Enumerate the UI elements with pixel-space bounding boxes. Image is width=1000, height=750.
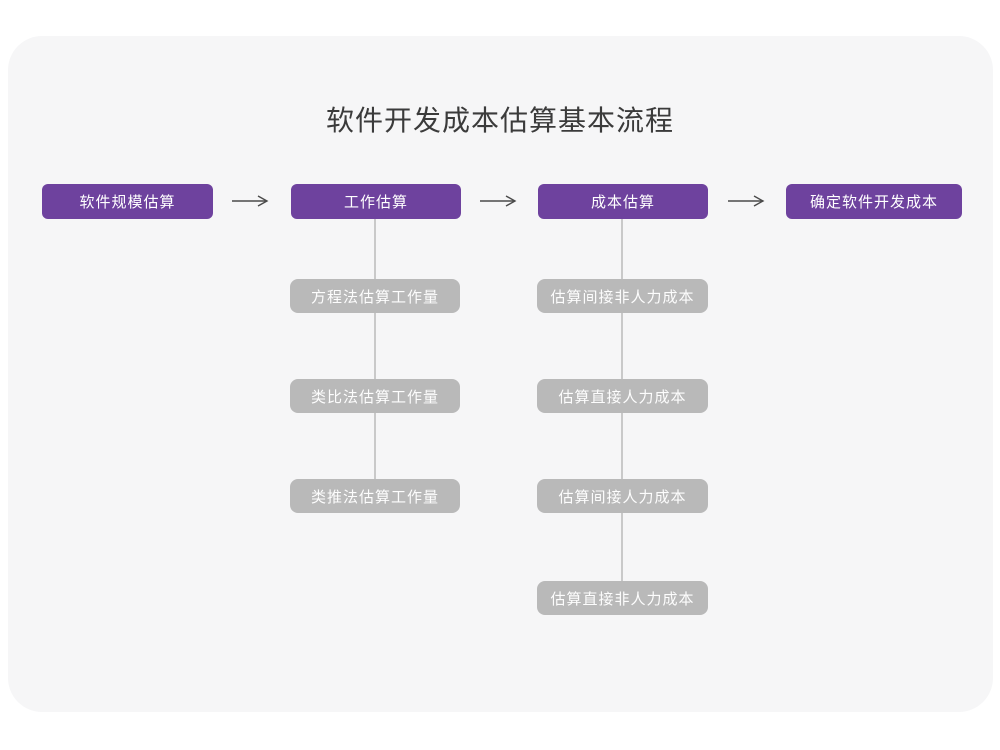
flow-node-work-estimation: 工作估算 <box>291 184 461 219</box>
flow-subnode-analogy-method: 类比法估算工作量 <box>290 379 460 413</box>
diagram-card <box>8 36 993 712</box>
flow-subnode-equation-method: 方程法估算工作量 <box>290 279 460 313</box>
connector-line-work-estimation <box>374 219 376 481</box>
right-arrow-icon <box>728 195 765 207</box>
flow-subnode-indirect-labor-cost: 估算间接人力成本 <box>537 479 708 513</box>
diagram-title: 软件开发成本估算基本流程 <box>325 105 674 136</box>
flow-subnode-direct-nonlabor-cost: 估算直接非人力成本 <box>537 581 708 615</box>
flow-node-determine-development-cost: 确定软件开发成本 <box>786 184 962 219</box>
flow-subnode-extrapolation-method: 类推法估算工作量 <box>290 479 460 513</box>
flow-subnode-indirect-nonlabor-cost: 估算间接非人力成本 <box>537 279 708 313</box>
right-arrow-icon <box>232 195 269 207</box>
right-arrow-icon <box>480 195 517 207</box>
flow-node-cost-estimation: 成本估算 <box>538 184 708 219</box>
flow-subnode-direct-labor-cost: 估算直接人力成本 <box>537 379 708 413</box>
flow-node-software-scale-estimation: 软件规模估算 <box>42 184 213 219</box>
